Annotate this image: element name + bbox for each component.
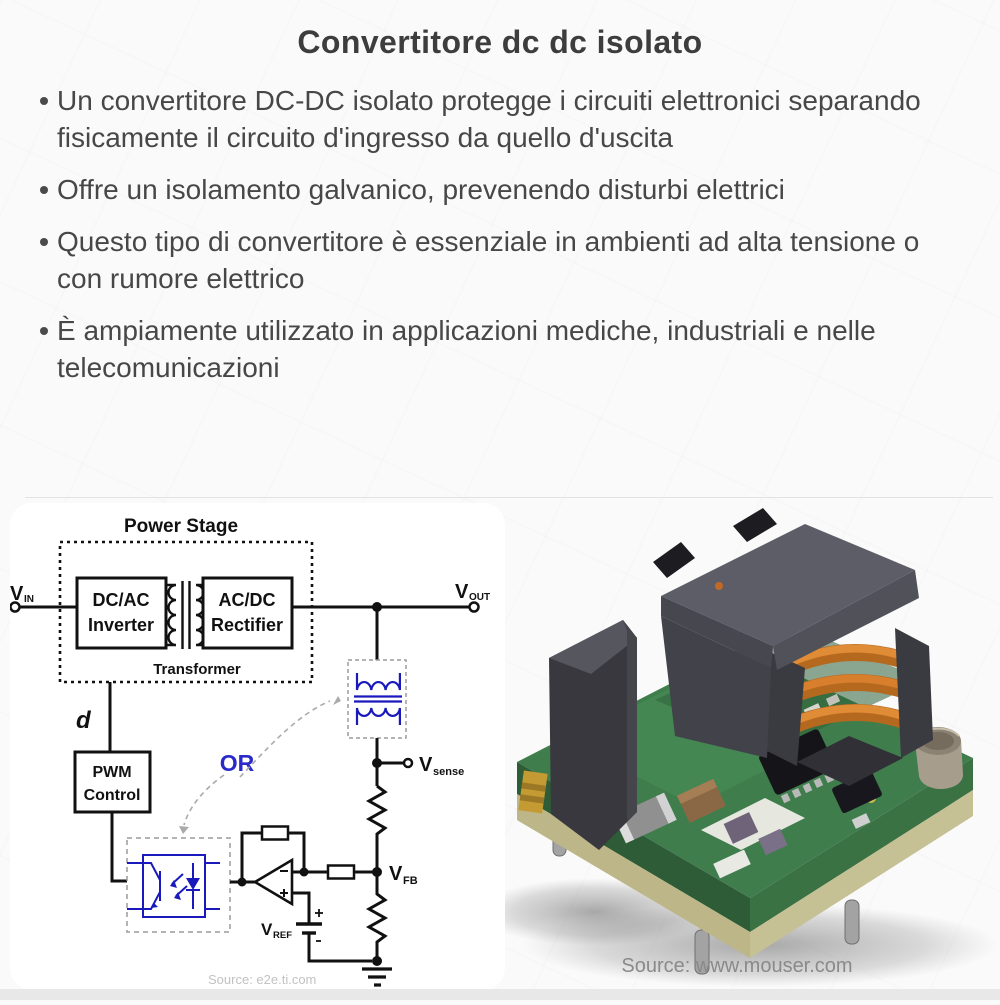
transformer-component [653,508,933,786]
vfb-node: V FB [372,863,418,887]
photo-source-caption: Source: www.mouser.com [621,955,852,977]
sense-transformer-icon [347,659,407,739]
transformer-label: Transformer [153,661,241,678]
bullet-text: Offre un isolamento galvanico, prevenend… [57,174,785,205]
section-divider [25,497,993,498]
svg-text:V: V [455,581,469,603]
svg-text:Inverter: Inverter [88,615,154,635]
lower-resistor [365,872,389,961]
page-title: Convertitore dc dc isolato [297,24,703,60]
circuit-diagram: Power Stage V IN DC/AC Inverter Transfor… [9,516,490,987]
bottom-strip [0,989,1000,1000]
power-stage-label: Power Stage [124,516,238,537]
converter-photo-panel: Source: www.mouser.com [477,500,1000,1000]
bullet-dot [40,238,48,246]
bullet-item: Un convertitore DC-DC isolato protegge i… [38,82,942,156]
svg-text:V: V [10,583,24,605]
bullet-dot [40,97,48,105]
bullet-text: È ampiamente utilizzato in applicazioni … [57,315,876,383]
pwm-control-box: PWM Control [73,750,152,814]
bullet-text: Un convertitore DC-DC isolato protegge i… [57,85,921,153]
transformer-symbol [166,581,205,649]
rectifier-box: AC/DC Rectifier [201,576,294,650]
vout-terminal: V OUT [292,581,490,613]
opamp [230,857,294,907]
duty-label: d [76,707,92,734]
feedback-network [240,825,377,882]
svg-text:V: V [389,863,403,885]
converter-photo: Source: www.mouser.com [477,508,998,987]
bullet-list: Un convertitore DC-DC isolato protegge i… [38,82,943,401]
svg-text:AC/DC: AC/DC [219,590,276,610]
pwm-output-wire [110,812,127,883]
optocoupler-icon [126,837,231,933]
svg-text:PWM: PWM [92,764,131,781]
vsense-terminal: V sense [372,738,464,786]
inductor-block [549,620,637,850]
gold-component [518,770,548,814]
mounting-clip [733,508,777,542]
or-label: OR [220,750,255,776]
svg-text:Rectifier: Rectifier [211,615,283,635]
svg-text:DC/AC: DC/AC [93,590,150,610]
bullet-text: Questo tipo di convertitore è essenziale… [57,226,920,294]
diagram-source-caption: Source: e2e.ti.com [208,972,316,987]
power-stage-box [58,540,314,684]
dashed-arrow-to-transformer [239,696,341,778]
svg-text:REF: REF [273,930,292,941]
bullet-item: È ampiamente utilizzato in applicazioni … [38,312,942,386]
svg-text:OUT: OUT [469,592,490,603]
svg-text:FB: FB [403,875,418,887]
svg-text:sense: sense [433,766,464,778]
smd-components [518,729,882,879]
bullet-item: Questo tipo di convertitore è essenziale… [38,223,942,297]
svg-text:IN: IN [24,594,34,605]
upper-resistor [365,784,389,872]
mounting-clip [653,542,695,578]
circuit-diagram-panel: Power Stage V IN DC/AC Inverter Transfor… [9,503,505,990]
svg-text:Control: Control [84,787,141,804]
bullet-item: Offre un isolamento galvanico, prevenend… [38,171,942,208]
bullet-dot [40,186,48,194]
vref-battery: V REF [261,891,372,963]
bullet-dot [40,327,48,335]
svg-text:V: V [261,920,273,939]
inverter-box: DC/AC Inverter [75,576,168,650]
svg-text:V: V [419,754,433,776]
vin-terminal: V IN [9,583,77,613]
dashed-arrow-to-optocoupler [179,774,225,834]
ground-symbol [362,956,392,987]
